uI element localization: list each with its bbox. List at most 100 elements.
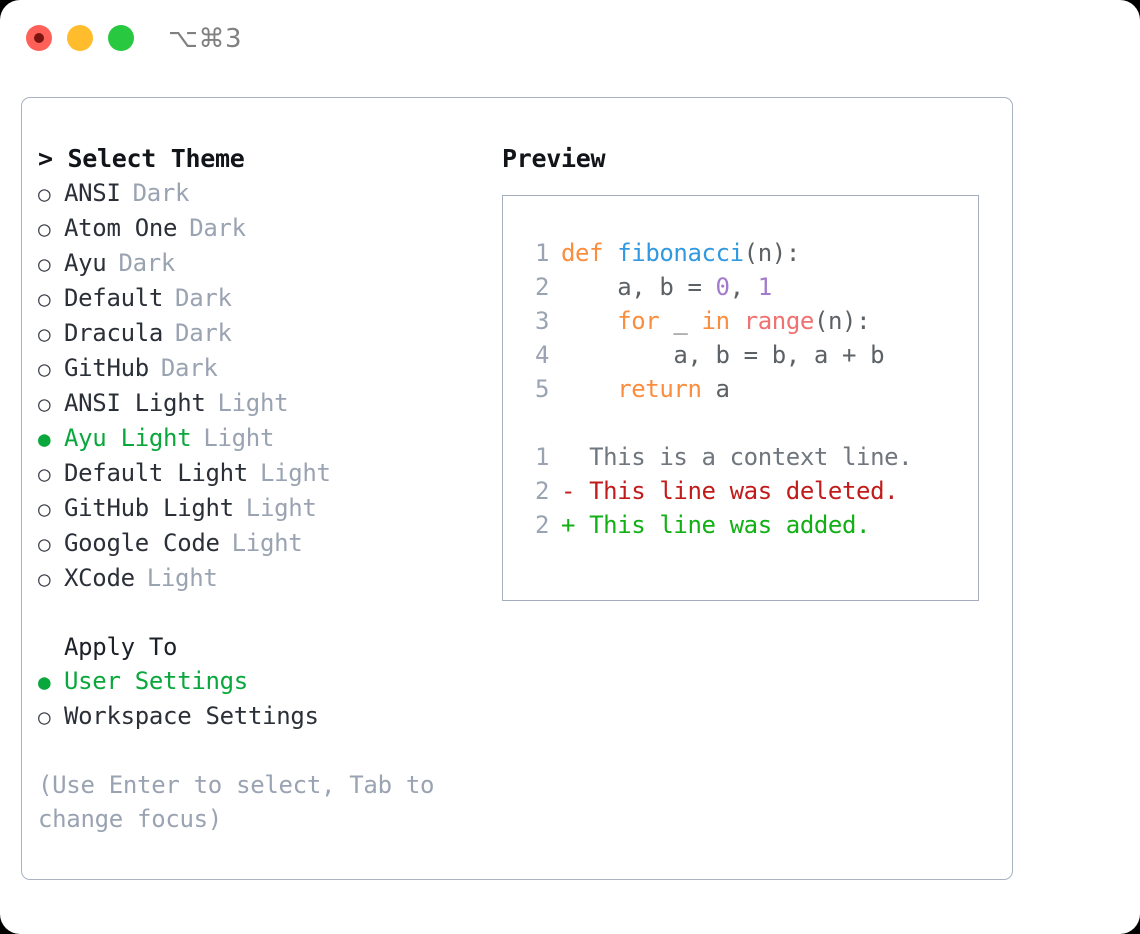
theme-option-variant-tag: Light <box>231 529 303 557</box>
radio-unselected-icon[interactable]: ○ <box>38 392 51 416</box>
code-token: (n): <box>743 239 801 267</box>
code-line-number: 3 <box>534 307 549 335</box>
theme-option-variant-tag: Light <box>259 459 331 487</box>
code-line: 5 return a <box>519 372 884 406</box>
theme-option-name: GitHub <box>64 354 149 382</box>
radio-unselected-icon[interactable]: ○ <box>38 357 51 381</box>
code-line-number: 5 <box>534 375 549 403</box>
code-line-number: 1 <box>534 239 549 267</box>
code-token: in <box>701 307 731 335</box>
radio-unselected-icon[interactable]: ○ <box>38 252 51 276</box>
theme-option-name: Google Code <box>64 529 220 557</box>
apply-to-option-row[interactable]: ○ Workspace Settings <box>38 699 488 734</box>
keyboard-shortcut-label: ⌥⌘3 <box>168 24 243 54</box>
minimize-button-icon[interactable] <box>67 25 93 51</box>
theme-option-name: Default <box>64 284 164 312</box>
code-token: fibonacci <box>617 239 744 267</box>
code-token: a <box>701 375 730 403</box>
code-token <box>603 239 617 267</box>
code-line: 2 a, b = 0, 1 <box>519 270 884 304</box>
theme-option-variant-tag: Dark <box>118 249 176 277</box>
radio-unselected-icon[interactable]: ○ <box>38 322 51 346</box>
close-button-icon[interactable] <box>26 25 52 51</box>
theme-option-name: Atom One <box>64 214 178 242</box>
radio-unselected-icon[interactable]: ○ <box>38 182 51 206</box>
code-token <box>730 307 744 335</box>
code-token <box>561 375 617 403</box>
code-token <box>561 307 617 335</box>
theme-option-name: Dracula <box>64 319 164 347</box>
theme-option-variant-tag: Dark <box>175 319 232 347</box>
theme-option-variant-tag: Dark <box>175 284 232 312</box>
apply-to-option-name: User Settings <box>64 667 248 695</box>
theme-option-name: Ayu <box>64 249 107 277</box>
theme-option-variant-tag: Light <box>146 564 218 592</box>
diff-line-number: 2 <box>534 511 549 539</box>
theme-option-name: Ayu Light <box>64 424 192 452</box>
code-token: a, b = b, a + b <box>561 341 885 369</box>
theme-option-variant-tag: Light <box>217 389 289 417</box>
code-token: for <box>617 307 660 335</box>
code-token: def <box>561 239 604 267</box>
theme-option-row[interactable]: ○ Default Dark <box>38 281 488 316</box>
radio-selected-icon[interactable]: ● <box>38 670 51 694</box>
theme-option-row[interactable]: ○ GitHub Light Light <box>38 491 488 526</box>
theme-option-name: GitHub Light <box>64 494 234 522</box>
theme-option-variant-tag: Light <box>203 424 275 452</box>
radio-unselected-icon[interactable]: ○ <box>38 497 51 521</box>
diff-line-text: - This line was deleted. <box>561 477 899 505</box>
theme-option-row[interactable]: ○ Atom One Dark <box>38 211 488 246</box>
code-token: return <box>617 375 702 403</box>
code-token: 0 <box>715 273 730 301</box>
apply-to-option-name: Workspace Settings <box>64 702 319 730</box>
radio-unselected-icon[interactable]: ○ <box>38 567 51 591</box>
radio-unselected-icon[interactable]: ○ <box>38 462 51 486</box>
code-line: 4 a, b = b, a + b <box>519 338 885 372</box>
theme-option-row[interactable]: ○ Dracula Dark <box>38 316 488 351</box>
code-line: 3 for _ in range(n): <box>519 304 884 338</box>
radio-selected-icon[interactable]: ● <box>38 427 51 451</box>
diff-line-text: This is a context line. <box>561 443 913 471</box>
section-spacer <box>38 596 488 630</box>
diff-line-number: 2 <box>534 477 549 505</box>
code-token: range <box>743 307 815 335</box>
code-token: _ <box>659 307 702 335</box>
diff-line-text: + This line was added. <box>561 511 871 539</box>
title-bar: ⌥⌘3 <box>0 0 1140 78</box>
maximize-button-icon[interactable] <box>108 25 134 51</box>
radio-unselected-icon[interactable]: ○ <box>38 532 51 556</box>
apply-to-option-row[interactable]: ● User Settings <box>38 664 488 699</box>
radio-unselected-icon[interactable]: ○ <box>38 287 51 311</box>
diff-line-number: 1 <box>534 443 549 471</box>
code-token: a, b = <box>561 273 716 301</box>
hint-spacer <box>38 734 488 768</box>
code-line-number: 4 <box>534 341 549 369</box>
theme-option-row[interactable]: ○ Default Light Light <box>38 456 488 491</box>
theme-option-variant-tag: Dark <box>160 354 218 382</box>
theme-option-row[interactable]: ○ Ayu Dark <box>38 246 488 281</box>
theme-option-row[interactable]: ○ Google Code Light <box>38 526 488 561</box>
radio-unselected-icon[interactable]: ○ <box>38 705 51 729</box>
theme-option-row[interactable]: ● Ayu Light Light <box>38 421 488 456</box>
radio-unselected-icon[interactable]: ○ <box>38 217 51 241</box>
theme-option-variant-tag: Dark <box>189 214 246 242</box>
theme-option-variant-tag: Light <box>245 494 317 522</box>
code-token: (n): <box>813 307 871 335</box>
recording-indicator-icon <box>34 33 44 43</box>
theme-option-name: ANSI <box>64 179 121 207</box>
theme-option-name: Default Light <box>64 459 248 487</box>
code-line: 1 def fibonacci(n): <box>519 236 884 270</box>
theme-option-row[interactable]: ○ GitHub Dark <box>38 351 488 386</box>
code-line-number: 2 <box>534 273 549 301</box>
diff-line: 2 + This line was added. <box>519 508 912 542</box>
keyboard-hint-text: (Use Enter to select, Tab to change focu… <box>38 771 435 833</box>
